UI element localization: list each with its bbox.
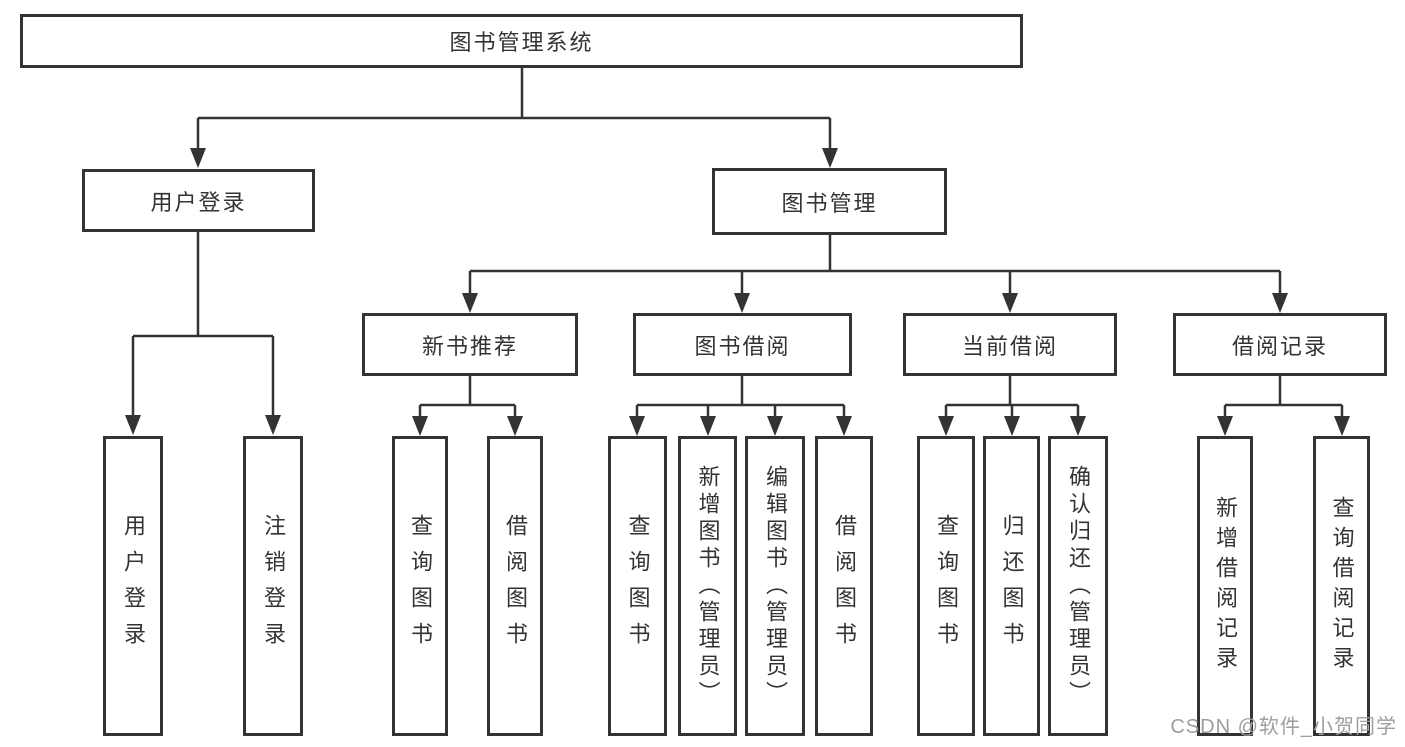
arrowhead <box>1004 416 1020 436</box>
node-book-management: 图书管理 <box>712 168 947 235</box>
node-current-borrow-label: 当前借阅 <box>961 333 1058 359</box>
leaf-borrow-books-1: 借阅图书 <box>487 436 543 736</box>
leaf-logout-label: 注销登录 <box>261 514 286 658</box>
leaf-query-books-1: 查询图书 <box>392 436 448 736</box>
leaf-query-books-2: 查询图书 <box>608 436 667 736</box>
arrowhead <box>767 416 783 436</box>
leaf-logout: 注销登录 <box>243 436 303 736</box>
leaf-confirm-return-admin-label: 确认归还（管理员） <box>1066 464 1091 708</box>
arrowhead <box>700 416 716 436</box>
arrowhead <box>836 416 852 436</box>
node-book-management-label: 图书管理 <box>781 190 878 216</box>
leaf-query-borrow-record-label: 查询借阅记录 <box>1329 496 1355 676</box>
leaf-add-borrow-record: 新增借阅记录 <box>1197 436 1253 736</box>
node-current-borrow: 当前借阅 <box>903 313 1117 376</box>
leaf-user-login: 用户登录 <box>103 436 163 736</box>
leaf-add-books-admin: 新增图书（管理员） <box>678 436 737 736</box>
leaf-edit-books-admin: 编辑图书（管理员） <box>745 436 805 736</box>
node-user-login-label: 用户登录 <box>150 189 247 215</box>
leaf-query-books-1-label: 查询图书 <box>408 514 433 658</box>
leaf-query-books-3: 查询图书 <box>917 436 975 736</box>
leaf-query-borrow-record: 查询借阅记录 <box>1313 436 1370 736</box>
arrowhead <box>629 416 645 436</box>
node-borrow-record-label: 借阅记录 <box>1231 333 1328 359</box>
arrowhead <box>412 416 428 436</box>
leaf-query-books-2-label: 查询图书 <box>625 514 651 658</box>
leaf-add-borrow-record-label: 新增借阅记录 <box>1213 496 1238 676</box>
node-new-book-recommend-label: 新书推荐 <box>421 333 518 359</box>
node-user-login: 用户登录 <box>82 169 315 232</box>
node-new-book-recommend: 新书推荐 <box>362 313 578 376</box>
arrowhead <box>1070 416 1086 436</box>
leaf-edit-books-admin-label: 编辑图书（管理员） <box>763 464 788 708</box>
leaf-confirm-return-admin: 确认归还（管理员） <box>1048 436 1108 736</box>
arrowhead <box>938 416 954 436</box>
arrowhead <box>1272 293 1288 313</box>
node-root: 图书管理系统 <box>20 14 1023 68</box>
leaf-return-books-label: 归还图书 <box>999 514 1025 658</box>
node-book-borrow: 图书借阅 <box>633 313 852 376</box>
arrowhead <box>1217 416 1233 436</box>
node-root-label: 图书管理系统 <box>449 30 594 55</box>
leaf-return-books: 归还图书 <box>983 436 1040 736</box>
leaf-borrow-books-2-label: 借阅图书 <box>832 514 857 658</box>
node-book-borrow-label: 图书借阅 <box>694 333 791 359</box>
leaf-query-books-3-label: 查询图书 <box>934 514 959 658</box>
leaf-user-login-label: 用户登录 <box>121 514 146 658</box>
arrowhead <box>507 416 523 436</box>
arrowhead <box>125 415 141 435</box>
arrowhead <box>265 415 281 435</box>
leaf-borrow-books-2: 借阅图书 <box>815 436 873 736</box>
arrowhead <box>734 293 750 313</box>
leaf-add-books-admin-label: 新增图书（管理员） <box>695 464 721 708</box>
arrowhead <box>822 148 838 168</box>
arrowhead <box>1334 416 1350 436</box>
node-borrow-record: 借阅记录 <box>1173 313 1387 376</box>
arrowhead <box>1002 293 1018 313</box>
csdn-watermark: CSDN @软件_小贺同学 <box>1170 716 1397 738</box>
arrowhead <box>190 148 206 168</box>
arrowhead <box>462 293 478 313</box>
leaf-borrow-books-1-label: 借阅图书 <box>503 514 528 658</box>
